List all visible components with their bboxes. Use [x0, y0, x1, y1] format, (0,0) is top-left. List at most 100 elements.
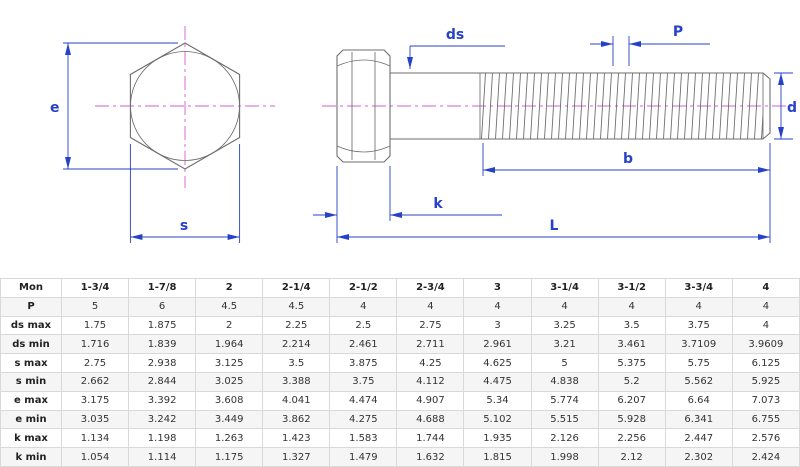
inscribed-circle: [130, 51, 240, 161]
table-cell: 4.5: [262, 296, 331, 317]
table-cell: 1.632: [396, 447, 465, 467]
row-label: P: [0, 296, 62, 317]
table-cell: 7.073: [731, 390, 800, 411]
table-cell: 4: [597, 296, 666, 317]
table-cell: 5.515: [530, 409, 599, 430]
table-cell: 4.25: [396, 353, 465, 373]
table-cell: 2.424: [731, 447, 800, 467]
col-header: 3-1/4: [530, 278, 599, 298]
table-cell: 3.7109: [664, 334, 733, 355]
bolt-technical-drawing: e s ds: [50, 24, 798, 243]
table-cell: 2.5: [329, 315, 398, 336]
table-cell: 3.025: [195, 371, 264, 392]
col-header: 3-1/2: [597, 278, 666, 298]
table-cell: 3.608: [195, 390, 264, 411]
dim-label-p: P: [673, 24, 683, 40]
table-cell: 6.125: [731, 353, 800, 373]
table-cell: 3.035: [60, 409, 130, 430]
table-cell: 3.25: [530, 315, 599, 336]
table-cell: 2.711: [396, 334, 465, 355]
table-cell: 1.327: [262, 447, 331, 467]
row-label: k min: [0, 447, 62, 467]
table-cell: 4.838: [530, 371, 599, 392]
dim-d: d: [774, 72, 797, 140]
dim-b: b: [482, 143, 771, 243]
table-cell: 2.214: [262, 334, 331, 355]
table-cell: 3.9609: [731, 334, 800, 355]
table-cell: 4.041: [262, 390, 331, 411]
dim-s: s: [129, 144, 241, 243]
col-header-label: Mon: [0, 278, 62, 298]
table-cell: 1.583: [329, 428, 398, 449]
table-cell: 1.114: [128, 447, 197, 467]
dim-label-d: d: [787, 100, 797, 116]
table-cell: 4: [731, 315, 800, 336]
table-cell: 1.964: [195, 334, 264, 355]
table-cell: 2.938: [128, 353, 197, 373]
table-cell: 5.925: [731, 371, 800, 392]
table-cell: 5: [60, 296, 130, 317]
table-cell: 1.198: [128, 428, 197, 449]
row-label: e max: [0, 390, 62, 411]
table-cell: 2.25: [262, 315, 331, 336]
table-cell: 4.475: [463, 371, 532, 392]
table-cell: 6.755: [731, 409, 800, 430]
table-cell: 2.12: [597, 447, 666, 467]
table-cell: 4.275: [329, 409, 398, 430]
table-cell: 4: [664, 296, 733, 317]
table-cell: 3.75: [329, 371, 398, 392]
table-cell: 1.935: [463, 428, 532, 449]
table-cell: 5.928: [597, 409, 666, 430]
table-cell: 3.449: [195, 409, 264, 430]
table-cell: 4.5: [195, 296, 264, 317]
table-cell: 2.256: [597, 428, 666, 449]
table-cell: 1.263: [195, 428, 264, 449]
table-cell: 4.907: [396, 390, 465, 411]
table-cell: 2.447: [664, 428, 733, 449]
dim-label-s: s: [180, 218, 188, 234]
table-cell: 2: [195, 315, 264, 336]
table-cell: 4: [463, 296, 532, 317]
dim-label-k: k: [433, 196, 443, 212]
col-header: 3: [463, 278, 532, 298]
col-header: 2-1/4: [262, 278, 331, 298]
col-header: 3-3/4: [664, 278, 733, 298]
table-cell: 5.34: [463, 390, 532, 411]
bolt-side-view: [322, 49, 792, 163]
table-cell: 4.625: [463, 353, 532, 373]
dim-label-b: b: [623, 151, 633, 167]
table-cell: 1.75: [60, 315, 130, 336]
dim-label-e: e: [50, 100, 60, 116]
table-cell: 1.815: [463, 447, 532, 467]
table-cell: 3.242: [128, 409, 197, 430]
dim-e: e: [50, 42, 178, 170]
dim-L: L: [337, 218, 770, 240]
table-cell: 2.75: [396, 315, 465, 336]
table-cell: 3.175: [60, 390, 130, 411]
col-header: 1-3/4: [60, 278, 130, 298]
table-cell: 5.75: [664, 353, 733, 373]
table-cell: 1.175: [195, 447, 264, 467]
table-cell: 4: [731, 296, 800, 317]
table-cell: 2.302: [664, 447, 733, 467]
table-cell: 3.5: [262, 353, 331, 373]
row-label: e min: [0, 409, 62, 430]
row-label: s max: [0, 353, 62, 373]
thread-outline: [480, 72, 771, 140]
row-label: ds min: [0, 334, 62, 355]
table-cell: 4.112: [396, 371, 465, 392]
table-cell: 4.474: [329, 390, 398, 411]
table-cell: 3.461: [597, 334, 666, 355]
table-cell: 5.562: [664, 371, 733, 392]
